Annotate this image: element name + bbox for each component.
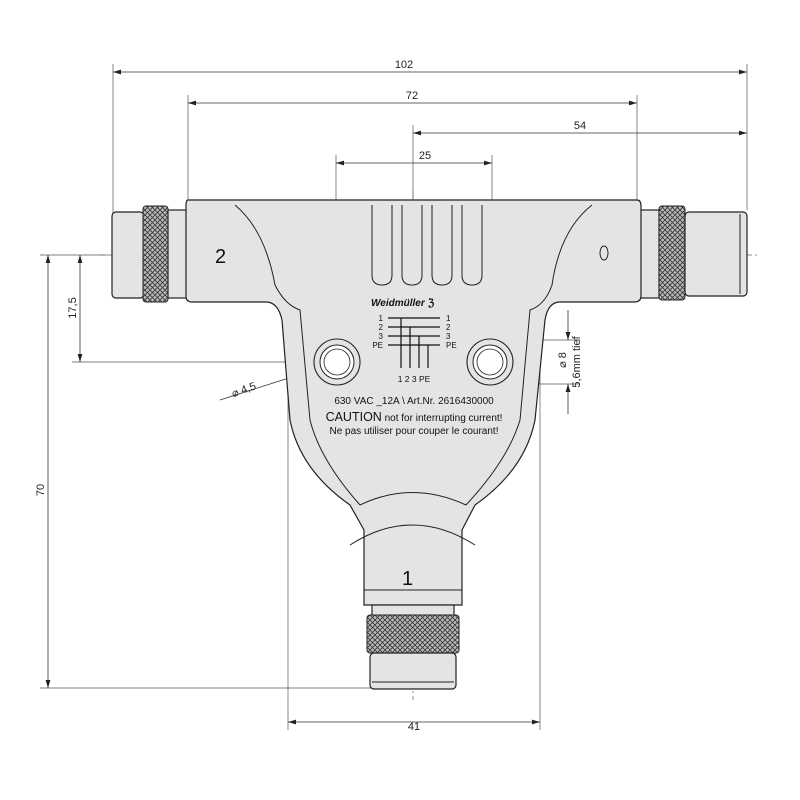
caution-fr: Ne pas utiliser pour couper le courant! bbox=[330, 426, 499, 437]
pin-label: PE bbox=[446, 341, 457, 350]
pin-label: 3 bbox=[446, 332, 451, 341]
port-1-label: 1 bbox=[402, 568, 413, 590]
pin-label: 2 bbox=[446, 323, 451, 332]
t-body bbox=[185, 199, 642, 606]
dim-hole-offset: 17,5 bbox=[67, 297, 79, 318]
dim-overall-height: 70 bbox=[35, 484, 47, 496]
wiring-bottom-labels: 1 2 3 PE bbox=[398, 374, 431, 384]
caution-line: CAUTION not for interrupting current! bbox=[326, 410, 503, 424]
dim-groove-width: 25 bbox=[419, 150, 431, 162]
dim-overall-width: 102 bbox=[395, 59, 413, 71]
brand-logo: Weidmüller bbox=[371, 298, 426, 309]
mounting-hole-left bbox=[313, 338, 361, 386]
pin-label: 1 bbox=[379, 314, 384, 323]
caution-en: not for interrupting current! bbox=[385, 413, 503, 424]
wiring-left-labels: 1 2 3 PE bbox=[372, 314, 383, 350]
port-2-label: 2 bbox=[215, 246, 226, 268]
dim-counterbore-depth: 5,6mm tief bbox=[571, 335, 583, 387]
dim-body-width: 72 bbox=[406, 90, 418, 102]
dim-hole-spacing: 41 bbox=[408, 721, 420, 733]
right-connector bbox=[636, 205, 748, 301]
dim-center-to-end: 54 bbox=[574, 120, 586, 132]
mounting-hole-right bbox=[466, 338, 514, 386]
dim-counterbore-diameter: ⌀ 8 bbox=[557, 352, 569, 368]
pin-label: 3 bbox=[379, 332, 384, 341]
dimension-lines bbox=[45, 69, 747, 725]
wiring-right-labels: 1 2 3 PE bbox=[446, 314, 457, 350]
bottom-connector bbox=[366, 604, 460, 690]
caution-word: CAUTION bbox=[326, 410, 382, 424]
left-connector bbox=[111, 205, 189, 303]
brand-symbol: ℨ bbox=[427, 297, 434, 309]
pin-label: PE bbox=[372, 341, 383, 350]
dim-hole-diameter: ⌀ 4,5 bbox=[230, 380, 258, 400]
pin-label: 2 bbox=[379, 323, 384, 332]
wiring-diagram bbox=[388, 317, 440, 368]
pin-label: 1 bbox=[446, 314, 451, 323]
rating-text: 630 VAC _12A \ Art.Nr. 2616430000 bbox=[334, 396, 494, 407]
